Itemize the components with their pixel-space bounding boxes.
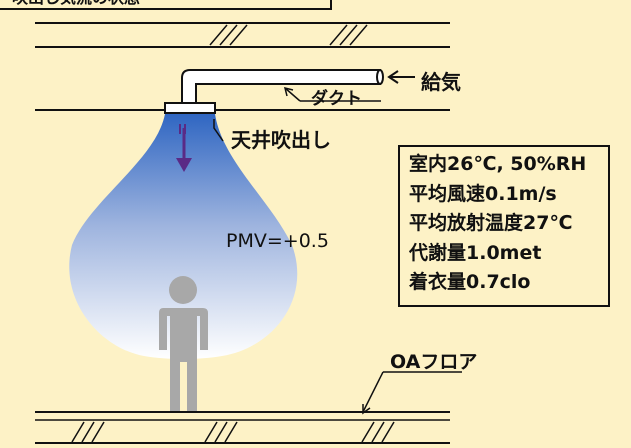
condition-air-velocity: 平均風速0.1m/s — [409, 182, 557, 205]
oa-floor-label: OAフロア — [390, 351, 478, 373]
slab-hatch-right — [329, 24, 368, 46]
ceiling-diffuser — [164, 102, 216, 114]
conditions-box: 室内26℃, 50%RH 平均風速0.1m/s 平均放射温度27℃ 代謝量1.0… — [398, 145, 610, 307]
pmv-label: PMV=+0.5 — [226, 230, 329, 252]
duct-label: ダクト — [311, 89, 362, 109]
oa-floor — [35, 411, 450, 444]
oa-floor-leader — [362, 371, 462, 415]
condition-radiant-temp: 平均放射温度27℃ — [409, 212, 573, 234]
condition-clothing: 着衣量0.7clo — [409, 271, 531, 293]
supply-arrow — [387, 70, 415, 84]
down-arrow-icon — [176, 128, 192, 172]
person-icon — [159, 276, 208, 412]
airflow-plume — [69, 114, 298, 359]
upper-slab — [35, 22, 450, 48]
condition-room: 室内26℃, 50%RH — [409, 153, 587, 175]
outlet-leader — [213, 119, 224, 142]
slab-hatch-left — [209, 24, 248, 46]
duct — [181, 69, 384, 105]
duct-leader — [283, 86, 381, 102]
ceiling-outlet-label: 天井吹出し — [231, 128, 331, 152]
title-box: 吹出し気流の状態 — [0, 0, 332, 10]
condition-metabolic-rate: 代謝量1.0met — [409, 241, 542, 264]
supply-air-label: 給気 — [421, 70, 461, 94]
